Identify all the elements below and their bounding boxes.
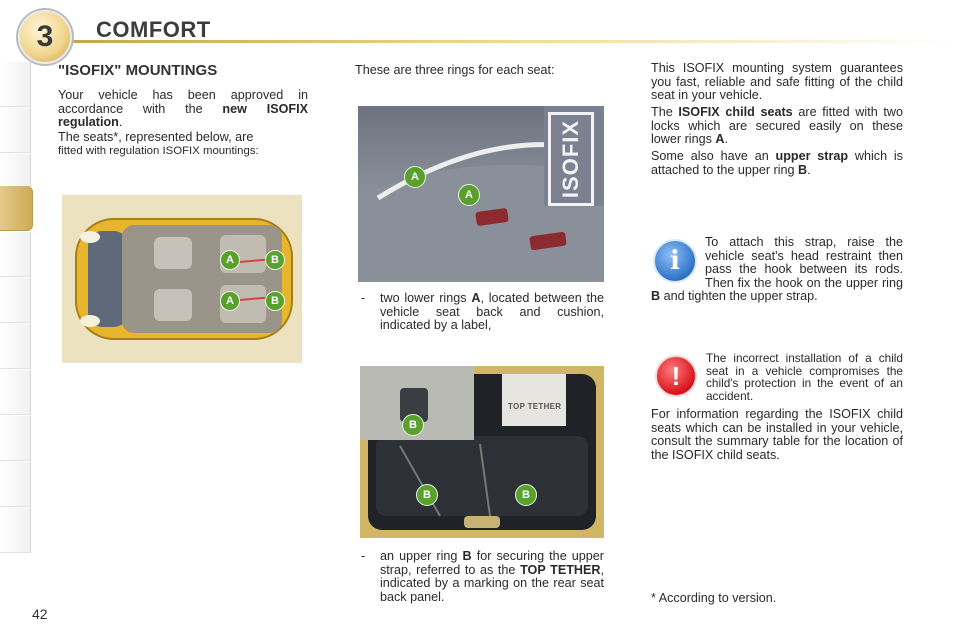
chapter-tab-1 bbox=[0, 62, 31, 107]
chapter-tab-2 bbox=[0, 108, 31, 153]
isofix-rings-figure: ISOFIX A A bbox=[358, 106, 604, 282]
list-dash: - bbox=[361, 549, 366, 563]
car-top-view-drawing bbox=[62, 195, 302, 363]
paragraph-guarantee: This ISOFIX mounting system guarantees y… bbox=[651, 61, 903, 103]
top-tether-drawing bbox=[360, 366, 604, 538]
chapter-title: COMFORT bbox=[96, 17, 211, 42]
top-tether-figure: TOP TETHER B B B bbox=[360, 366, 604, 538]
footnote: * According to version. bbox=[651, 591, 777, 605]
chapter-tab-9 bbox=[0, 416, 31, 461]
chapter-tab-10 bbox=[0, 462, 31, 507]
list-dash: - bbox=[361, 291, 366, 305]
info-icon: i bbox=[653, 239, 697, 283]
warning-note: The incorrect installation of a child se… bbox=[706, 351, 903, 403]
car-top-view-figure: A A B B bbox=[62, 195, 302, 363]
chapter-tab-5 bbox=[0, 232, 31, 277]
ring-b-marker: B bbox=[265, 250, 285, 270]
warning-icon: ! bbox=[655, 355, 697, 397]
ring-a-marker: A bbox=[458, 184, 480, 206]
info-note: To attach this strap, raise the vehicle … bbox=[651, 235, 903, 304]
paragraph-child-seats: The ISOFIX child seats are fitted with t… bbox=[651, 105, 904, 147]
isofix-rings-drawing bbox=[358, 106, 604, 282]
ring-b-marker: B bbox=[402, 414, 424, 436]
list-item-upper-ring: an upper ring B for securing the upper s… bbox=[380, 549, 604, 604]
paragraph-summary-table: For information regarding the ISOFIX chi… bbox=[651, 407, 903, 462]
ring-a-marker: A bbox=[404, 166, 426, 188]
chapter-tab-active bbox=[0, 186, 33, 231]
chapter-number-badge: 3 bbox=[18, 10, 72, 64]
top-tether-sign: TOP TETHER bbox=[508, 402, 562, 411]
ring-b-marker: B bbox=[416, 484, 438, 506]
section-heading: "ISOFIX" MOUNTINGS bbox=[58, 62, 218, 79]
chapter-tab-11 bbox=[0, 508, 31, 553]
chapter-tab-7 bbox=[0, 324, 31, 369]
list-item-lower-rings: two lower rings A, located between the v… bbox=[380, 291, 604, 333]
chapter-tab-6 bbox=[0, 278, 31, 323]
rings-intro: These are three rings for each seat: bbox=[355, 63, 555, 77]
paragraph-seats: The seats*, represented below, are fitte… bbox=[58, 130, 259, 157]
paragraph-upper-strap: Some also have an upper strap which is a… bbox=[651, 149, 903, 177]
header-rule bbox=[60, 40, 960, 43]
ring-b-marker: B bbox=[265, 291, 285, 311]
chapter-tab-8 bbox=[0, 370, 31, 415]
paragraph-approval: Your vehicle has been approved in accord… bbox=[58, 88, 309, 130]
bold-regulation: new ISOFIX regulation bbox=[58, 101, 309, 130]
ring-a-marker: A bbox=[220, 250, 240, 270]
ring-a-marker: A bbox=[220, 291, 240, 311]
isofix-sign: ISOFIX bbox=[548, 112, 594, 206]
ring-b-marker: B bbox=[515, 484, 537, 506]
page-number: 42 bbox=[32, 606, 48, 622]
chapter-tab-strip bbox=[0, 62, 33, 574]
chapter-number: 3 bbox=[36, 20, 54, 53]
